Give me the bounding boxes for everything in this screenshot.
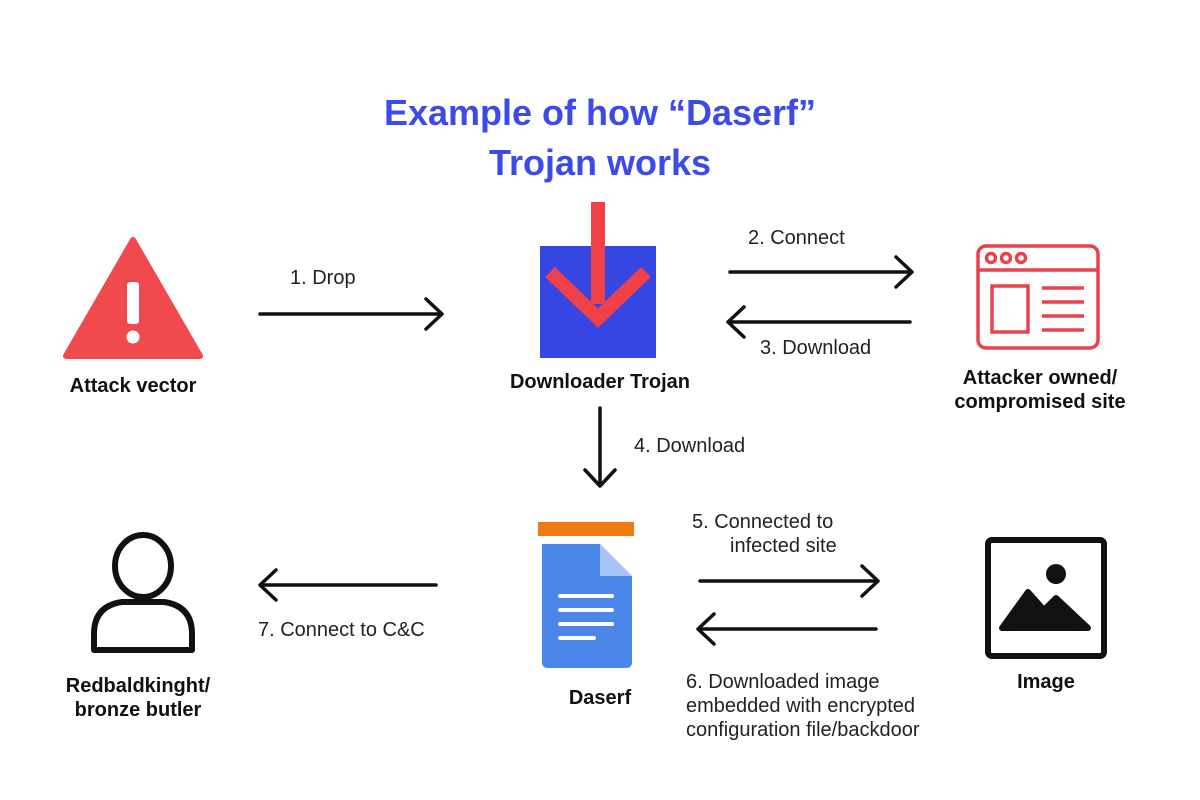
attacker-site-label-line-2: compromised site <box>954 391 1126 413</box>
step-downloaded-image-line-3: configuration file/backdoor <box>686 719 920 741</box>
actor-label-line-1: Redbaldkinght/ <box>65 675 211 697</box>
step-connect-label: 2. Connect <box>748 227 845 249</box>
person-icon <box>91 532 195 653</box>
arrow-connect-cc <box>258 568 438 602</box>
arrow-download-from-site <box>726 305 912 339</box>
actor-label: Redbaldkinght/ bronze butler <box>33 674 243 722</box>
step-downloaded-image-line-2: embedded with encrypted <box>686 695 916 717</box>
document-icon <box>538 522 634 668</box>
step-drop-label: 1. Drop <box>290 267 356 289</box>
image-icon <box>985 537 1107 659</box>
attack-vector-label: Attack vector <box>69 375 197 397</box>
download-box-icon <box>540 202 656 358</box>
arrow-connect <box>728 255 914 289</box>
arrow-drop <box>258 297 444 331</box>
arrow-download-daserf <box>583 406 617 488</box>
downloader-trojan-label: Downloader Trojan <box>509 371 691 393</box>
arrow-downloaded-image <box>696 612 878 646</box>
daserf-label: Daserf <box>568 687 632 709</box>
title-line-1: Example of how “Daserf” <box>383 92 817 133</box>
title-line-2: Trojan works <box>488 142 712 183</box>
step-download-daserf-label: 4. Download <box>634 435 746 457</box>
step-connected-label: 5. Connected to infected site <box>692 510 837 558</box>
arrow-connected-infected-site <box>698 564 880 598</box>
step-downloaded-image-line-1: 6. Downloaded image <box>686 671 880 693</box>
warning-triangle-icon <box>63 237 203 359</box>
browser-window-icon <box>976 244 1100 350</box>
step-connected-line-2: infected site <box>730 535 837 557</box>
attacker-site-label: Attacker owned/ compromised site <box>935 366 1145 414</box>
step-connect-cc-label: 7. Connect to C&C <box>258 619 425 641</box>
attacker-site-label-line-1: Attacker owned/ <box>962 367 1118 389</box>
image-label: Image <box>1017 671 1075 693</box>
step-connected-line-1: 5. Connected to <box>692 511 834 533</box>
diagram-title: Example of how “Daserf” Trojan works <box>0 88 1200 188</box>
actor-label-line-2: bronze butler <box>74 699 202 721</box>
step-download-site-label: 3. Download <box>760 337 872 359</box>
step-downloaded-image-label: 6. Downloaded image embedded with encryp… <box>686 670 919 742</box>
